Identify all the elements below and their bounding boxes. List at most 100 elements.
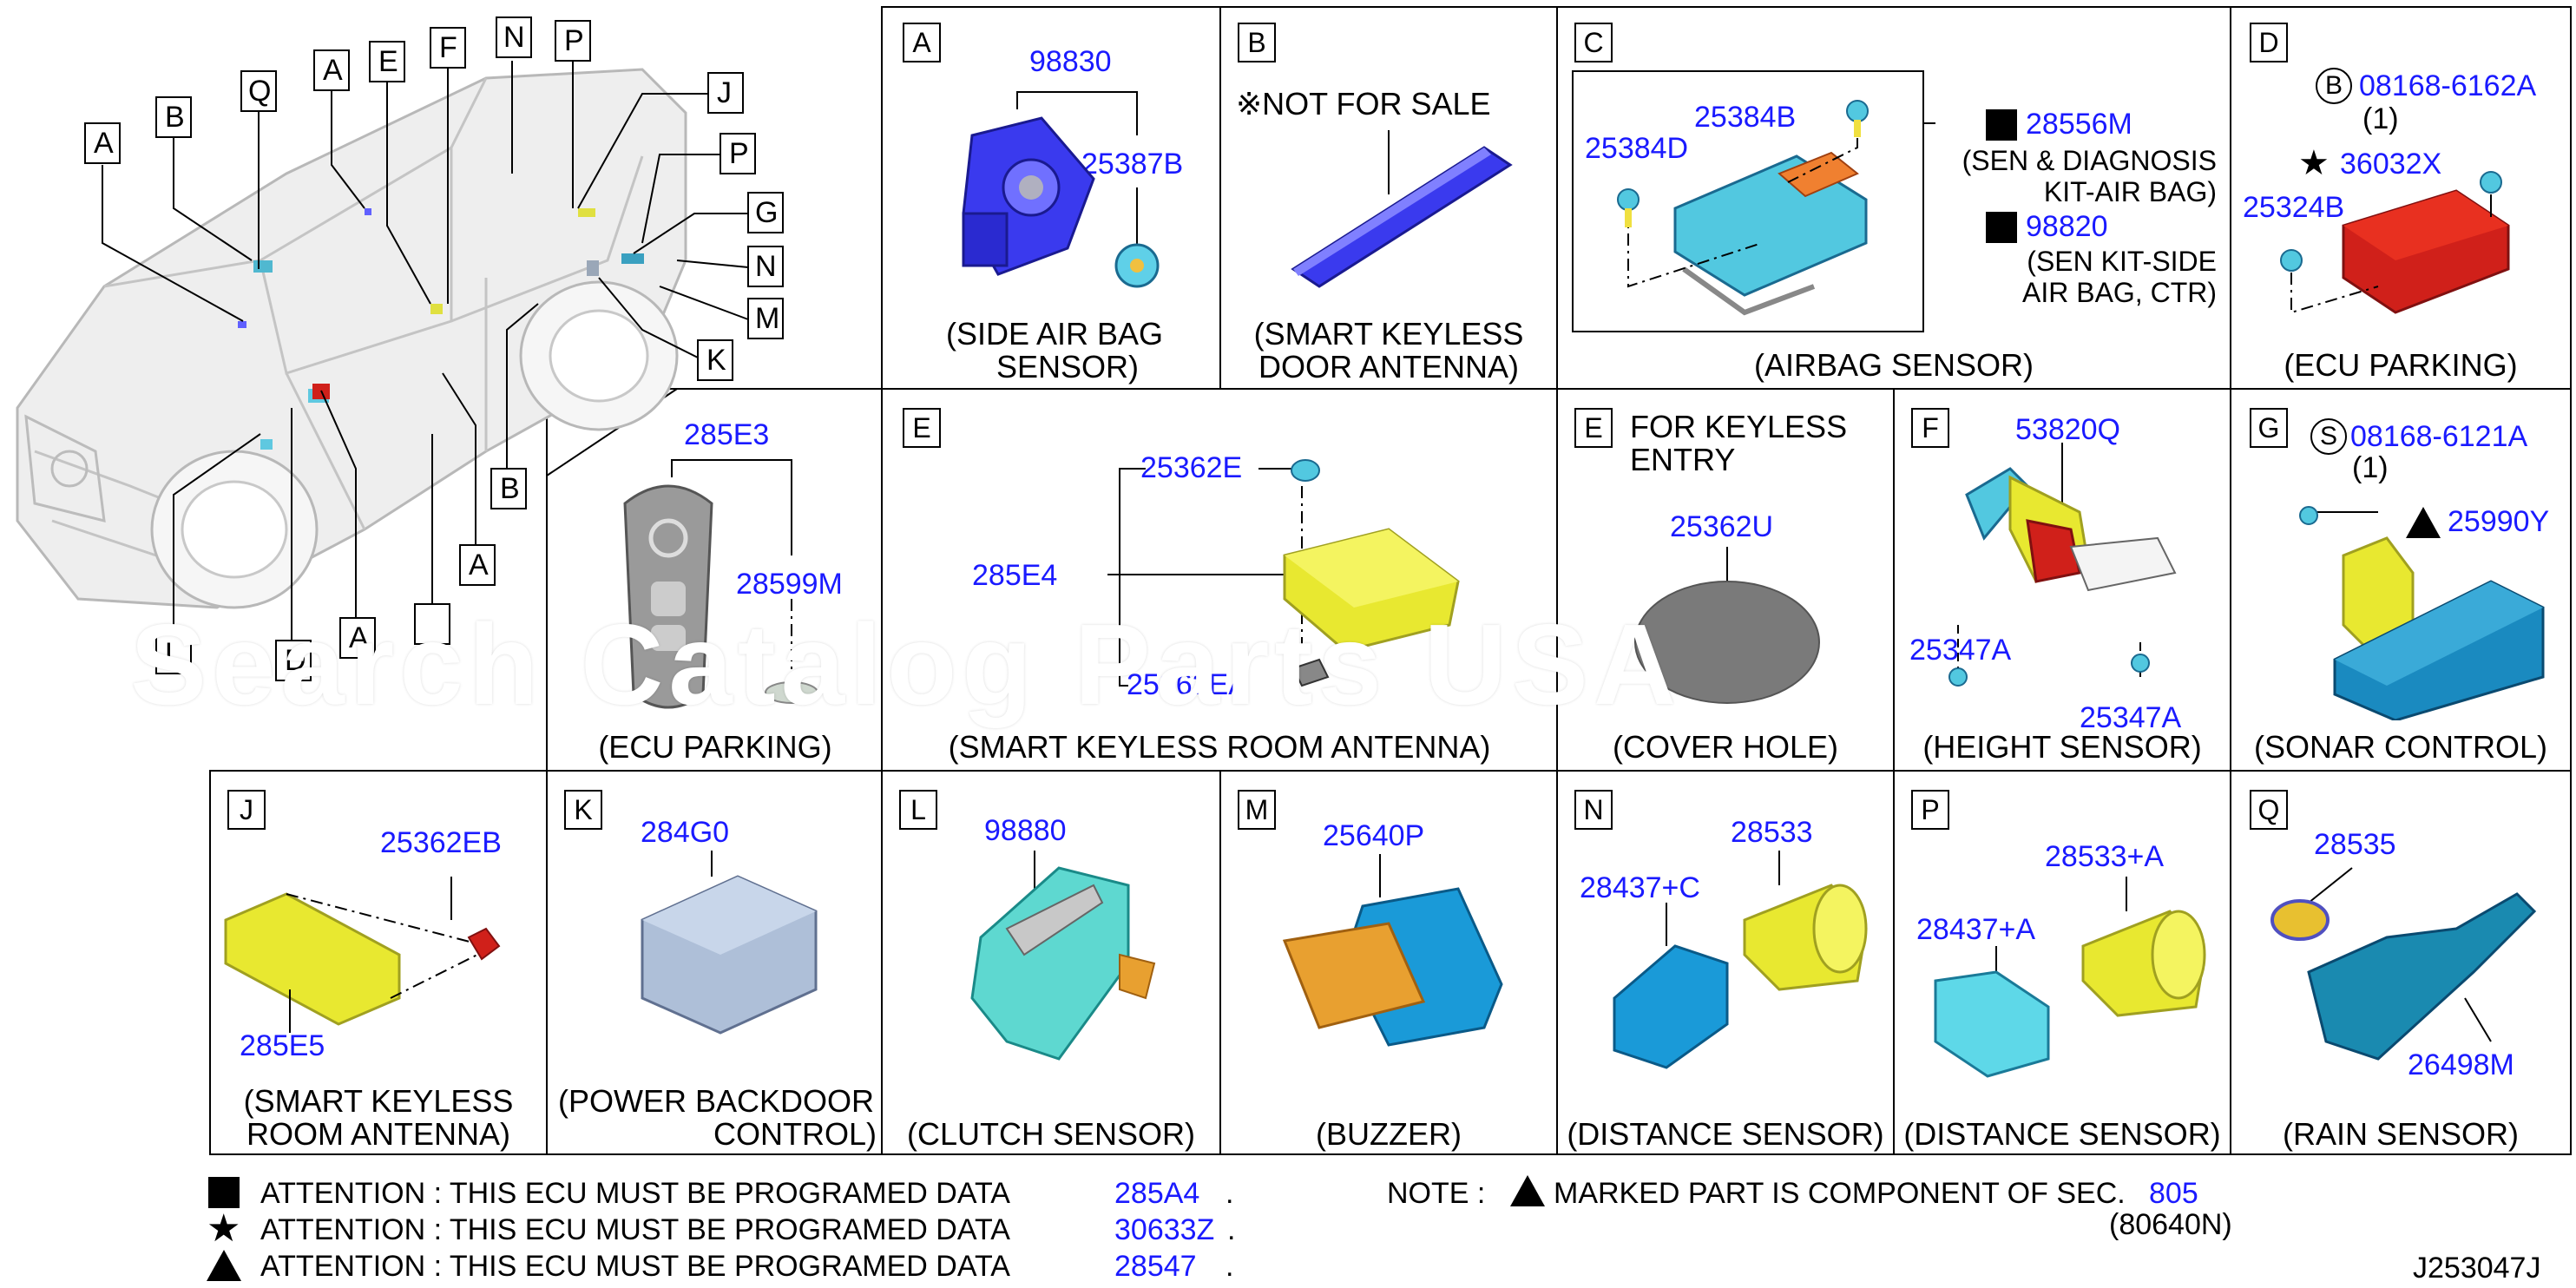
part-28535[interactable]: 28535 bbox=[2314, 828, 2396, 861]
attention-suffix-2: . bbox=[1227, 1213, 1236, 1246]
part-25347a-right[interactable]: 25347A bbox=[2080, 701, 2182, 734]
caption-clutch-sensor: (CLUTCH SENSOR) bbox=[906, 1116, 1195, 1152]
callout-a[interactable]: A bbox=[94, 127, 114, 160]
callout-d[interactable]: D bbox=[285, 644, 306, 677]
attention-part-28547[interactable]: 28547 bbox=[1114, 1250, 1197, 1283]
airbag-sensor-illustration bbox=[1572, 70, 1935, 332]
star-attention-icon: ★ bbox=[207, 1207, 241, 1250]
part-25640p[interactable]: 25640P bbox=[1323, 819, 1425, 852]
callout-l[interactable]: L bbox=[165, 637, 181, 670]
callout-n[interactable]: N bbox=[755, 250, 777, 283]
callout-f[interactable]: F bbox=[439, 31, 457, 64]
caption-airbag-sensor: (AIRBAG SENSOR) bbox=[1753, 347, 2034, 383]
part-284g0[interactable]: 284G0 bbox=[641, 816, 730, 849]
part-25324b[interactable]: 25324B bbox=[2243, 191, 2345, 224]
bolt-mark-s: S bbox=[2310, 418, 2347, 455]
panel-c-label: C bbox=[1574, 23, 1613, 62]
caption-cover-hole: (COVER HOLE) bbox=[1612, 729, 1839, 765]
part-25362eb[interactable]: 25362EB bbox=[380, 826, 502, 859]
intelligent-key-illustration bbox=[623, 459, 818, 709]
panel-j-label: J bbox=[227, 790, 266, 830]
part-28437-c[interactable]: 28437+C bbox=[1580, 871, 1700, 904]
part-36032x[interactable]: 36032X bbox=[2340, 148, 2442, 181]
part-98880[interactable]: 98880 bbox=[984, 814, 1067, 847]
bolt-mark-b: B bbox=[2316, 68, 2352, 104]
attention-text-1: ATTENTION : THIS ECU MUST BE PROGRAMED D… bbox=[260, 1177, 1010, 1210]
sonar-control-illustration bbox=[2299, 506, 2545, 720]
caption-height-sensor: (HEIGHT SENSOR) bbox=[1922, 729, 2202, 765]
buzzer-illustration bbox=[1282, 854, 1503, 1047]
panel-g-label: G bbox=[2250, 408, 2288, 448]
desc-98820-1: (SEN KIT-SIDE bbox=[2027, 246, 2217, 277]
caption-room-antenna: (SMART KEYLESS ROOM ANTENNA) bbox=[948, 729, 1491, 765]
not-for-sale-note: ※NOT FOR SALE bbox=[1236, 86, 1491, 122]
panel-q-label: Q bbox=[2250, 790, 2288, 830]
callout-n[interactable]: N bbox=[503, 21, 525, 54]
part-25387b[interactable]: 25387B bbox=[1081, 148, 1184, 181]
part-25384b[interactable]: 25384B bbox=[1694, 101, 1797, 134]
panel-f-label: F bbox=[1911, 408, 1949, 448]
caption-side-airbag-2: SENSOR) bbox=[996, 349, 1140, 384]
rain-sensor-illustration bbox=[2270, 867, 2537, 1061]
power-backdoor-control-illustration bbox=[641, 851, 818, 1035]
part-25347a-left[interactable]: 25347A bbox=[1909, 634, 2012, 667]
callout-g[interactable]: G bbox=[755, 196, 779, 229]
part-53820q[interactable]: 53820Q bbox=[2015, 413, 2120, 446]
triangle-attention-icon bbox=[207, 1250, 241, 1281]
note-section-805[interactable]: 805 bbox=[2149, 1177, 2198, 1210]
attention-suffix-1: . bbox=[1226, 1177, 1234, 1210]
part-08168-6162a[interactable]: 08168-6162A bbox=[2359, 69, 2537, 102]
caption-j-2: ROOM ANTENNA) bbox=[246, 1116, 510, 1152]
part-08168-6121a[interactable]: 08168-6121A bbox=[2350, 420, 2528, 453]
callout-b[interactable]: B bbox=[500, 472, 520, 505]
part-285e3[interactable]: 285E3 bbox=[684, 418, 770, 451]
part-285e4[interactable]: 285E4 bbox=[972, 559, 1058, 592]
triangle-note-icon bbox=[1510, 1175, 1545, 1206]
desc-28556m-1: (SEN & DIAGNOSIS bbox=[1962, 145, 2217, 176]
callout-b[interactable]: B bbox=[165, 101, 185, 134]
star-attention-mark: ★ bbox=[2298, 144, 2330, 182]
callout-m[interactable]: M bbox=[755, 302, 780, 335]
part-25362e[interactable]: 25362E bbox=[1140, 451, 1243, 484]
callout-p[interactable]: P bbox=[564, 24, 584, 57]
part-28533[interactable]: 28533 bbox=[1731, 816, 1813, 849]
part-26498m[interactable]: 26498M bbox=[2408, 1048, 2514, 1081]
callout-p[interactable]: P bbox=[729, 137, 749, 170]
part-28556m[interactable]: 28556M bbox=[2026, 108, 2132, 141]
callout-e[interactable]: E bbox=[378, 45, 398, 78]
attention-suffix-3: . bbox=[1226, 1250, 1234, 1283]
part-25384d[interactable]: 25384D bbox=[1585, 132, 1689, 165]
caption-ecu-parking: (ECU PARKING) bbox=[2284, 347, 2518, 383]
callout-k[interactable]: K bbox=[706, 344, 726, 377]
note-text: MARKED PART IS COMPONENT OF SEC. bbox=[1554, 1177, 2126, 1210]
part-28437-a[interactable]: 28437+A bbox=[1916, 913, 2036, 946]
note-code: (80640N) bbox=[2109, 1208, 2232, 1241]
part-28533-a[interactable]: 28533+A bbox=[2045, 840, 2165, 873]
part-98830[interactable]: 98830 bbox=[1029, 45, 1112, 78]
callout-q[interactable]: Q bbox=[248, 75, 272, 108]
square-attention-mark bbox=[1986, 109, 2017, 141]
caption-ecu-parking-key: (ECU PARKING) bbox=[598, 729, 832, 765]
attention-part-30633z[interactable]: 30633Z bbox=[1114, 1213, 1215, 1246]
attention-part-285a4[interactable]: 285A4 bbox=[1114, 1177, 1200, 1210]
vehicle-illustration bbox=[16, 16, 784, 681]
panel-e-label: E bbox=[903, 408, 941, 448]
callout-a[interactable]: A bbox=[469, 549, 489, 582]
panel-m-label: M bbox=[1238, 790, 1276, 830]
callout-a[interactable]: A bbox=[323, 54, 343, 87]
callout-a[interactable]: A bbox=[349, 621, 369, 654]
callout-j[interactable]: J bbox=[717, 76, 732, 109]
part-25362ea[interactable]: 25362EA bbox=[1127, 668, 1248, 701]
part-28599m[interactable]: 28599M bbox=[736, 568, 843, 601]
part-25362u[interactable]: 25362U bbox=[1670, 510, 1774, 543]
part-285e5[interactable]: 285E5 bbox=[240, 1029, 325, 1062]
square-attention-mark bbox=[1986, 212, 2017, 243]
part-98820[interactable]: 98820 bbox=[2026, 210, 2108, 243]
caption-distance-sensor-n: (DISTANCE SENSOR) bbox=[1567, 1116, 1884, 1152]
qty-08168-6162a: (1) bbox=[2362, 102, 2399, 135]
triangle-attention-mark bbox=[2406, 507, 2441, 538]
part-25990y[interactable]: 25990Y bbox=[2448, 505, 2550, 538]
square-attention-icon bbox=[208, 1177, 240, 1208]
caption-j-1: (SMART KEYLESS bbox=[243, 1083, 514, 1119]
